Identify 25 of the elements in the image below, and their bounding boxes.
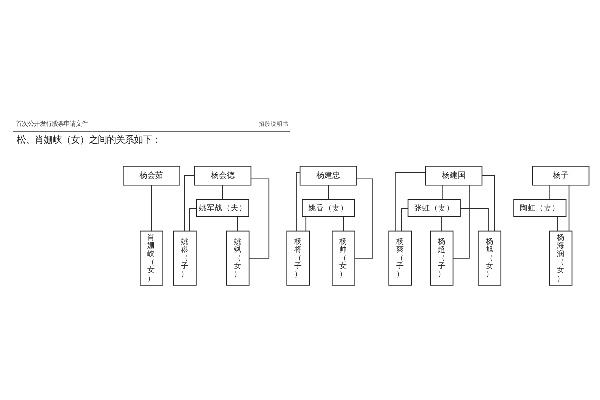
connector [452, 184, 470, 258]
connector [395, 172, 426, 232]
node-box: 杨会德 [194, 166, 252, 186]
connector [249, 178, 270, 258]
connector [306, 216, 307, 232]
label: 松、肖姗峡（女）之间的关系如下： [17, 134, 162, 146]
connector [184, 175, 195, 232]
node-box: 杨建国 [425, 166, 483, 186]
node-box: 杨会茹 [123, 166, 180, 186]
connector [568, 184, 570, 232]
connector [343, 216, 344, 232]
connector [189, 208, 198, 232]
connector [237, 216, 238, 232]
connector [549, 184, 550, 200]
connector [222, 184, 224, 200]
node-box: 杨子 [532, 166, 590, 186]
connector [460, 208, 489, 232]
node-box: 杨建忠 [300, 166, 358, 186]
connector [354, 178, 374, 258]
connector [442, 184, 444, 200]
connector [328, 184, 330, 200]
connector [296, 172, 301, 232]
connector [401, 208, 409, 232]
connector [151, 184, 152, 232]
connector [482, 175, 496, 232]
